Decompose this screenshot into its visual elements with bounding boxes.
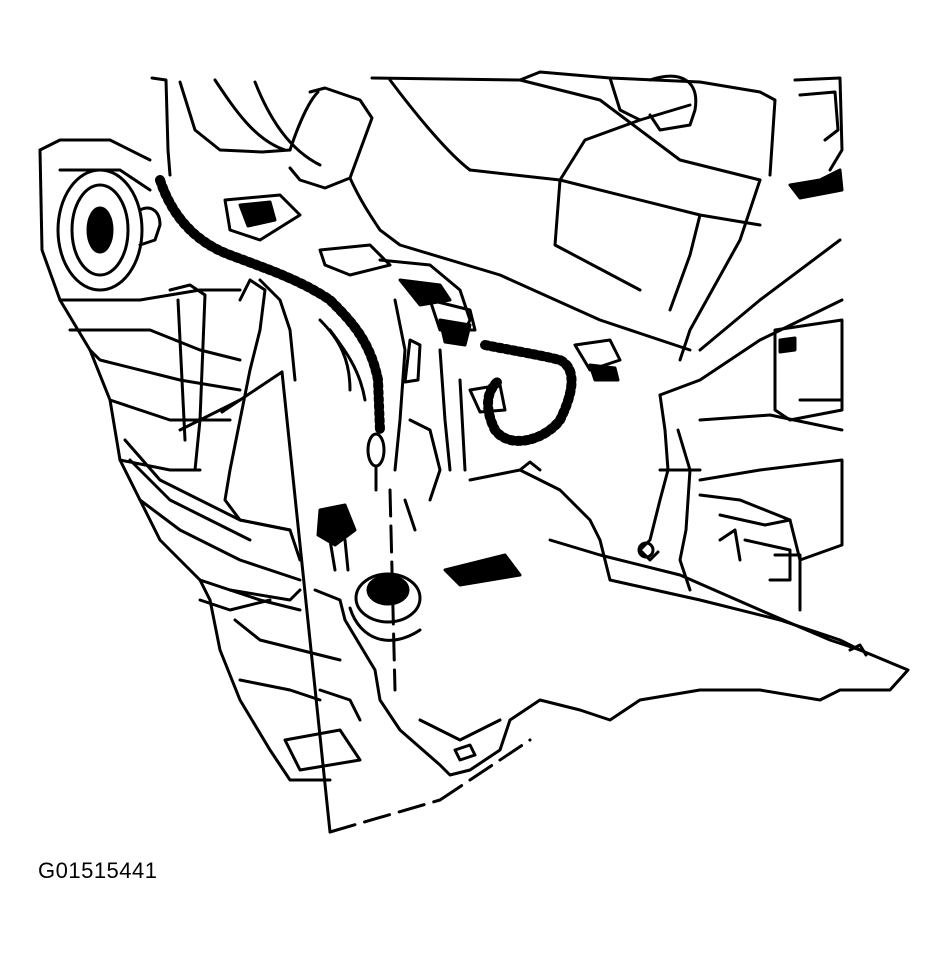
callout-line-left-top — [220, 370, 284, 414]
wiring-harness-conduit — [155, 175, 577, 492]
callout-line-bottom — [328, 798, 442, 834]
center-panel — [220, 278, 532, 834]
callout-line-center — [388, 488, 397, 692]
lower-support — [208, 598, 362, 782]
left-housing — [38, 138, 302, 612]
callout-line-bottom-right — [438, 738, 532, 802]
floor-panel — [313, 460, 910, 777]
callout-line-left — [280, 370, 332, 834]
support-brackets — [168, 278, 467, 532]
figure-code-label: G01515441 — [38, 858, 158, 883]
right-side-assembly — [637, 76, 844, 612]
instrument-panel-upper — [150, 70, 777, 362]
connector-cluster — [223, 193, 622, 572]
